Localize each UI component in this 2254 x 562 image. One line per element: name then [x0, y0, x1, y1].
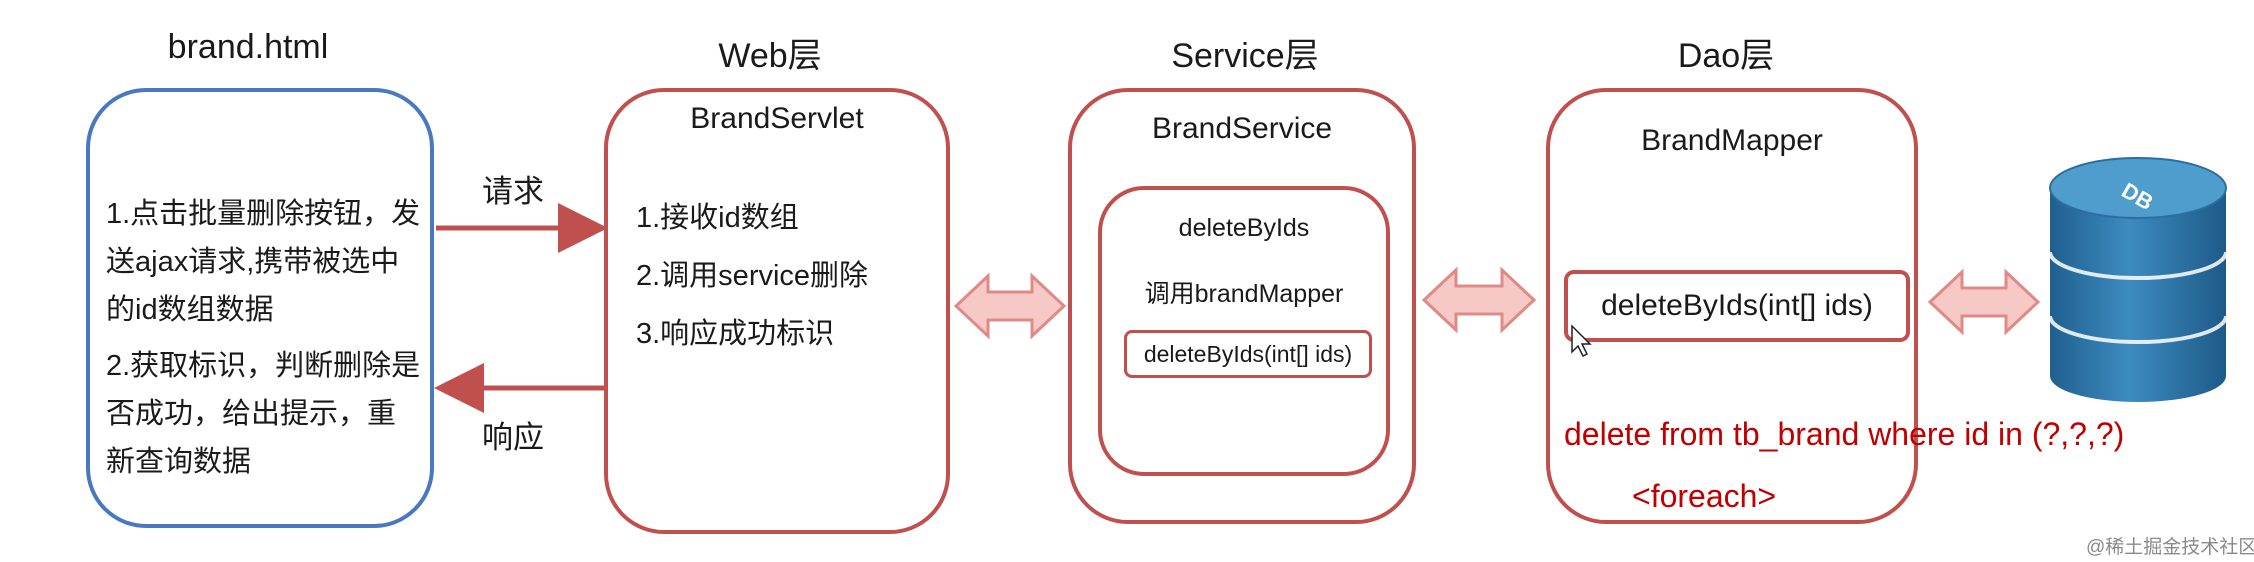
column-title-service: Service层 [1171, 37, 1319, 75]
dao-signature-box: deleteByIds(int[] ids) [1564, 270, 1910, 342]
dao-box: BrandMapper deleteByIds(int[] ids) [1546, 88, 1918, 524]
service-method-name: deleteByIds [1178, 214, 1310, 242]
service-box: BrandService deleteByIds 调用brandMapper d… [1068, 88, 1416, 524]
response-label: 响应 [482, 420, 544, 455]
service-signature-box: deleteByIds(int[] ids) [1124, 330, 1372, 378]
dao-db-double-arrow [1927, 268, 2041, 336]
service-method-box: deleteByIds 调用brandMapper deleteByIds(in… [1098, 186, 1390, 476]
service-call-text: 调用brandMapper [1144, 280, 1344, 308]
column-title-dao: Dao层 [1677, 37, 1775, 75]
column-title-client: brand.html [167, 28, 329, 66]
client-step-1: 1.点击批量删除按钮，发送ajax请求,携带被选中的id数组数据 [106, 198, 421, 326]
web-service-double-arrow [953, 272, 1067, 340]
web-box-title: BrandServlet [690, 102, 864, 135]
client-step-2: 2.获取标识，判断删除是否成功，给出提示，重新查询数据 [106, 350, 421, 478]
web-box: BrandServlet 1.接收id数组 2.调用service删除 3.响应… [604, 88, 950, 534]
client-box: 1.点击批量删除按钮，发送ajax请求,携带被选中的id数组数据 2.获取标识，… [86, 88, 434, 528]
dao-box-title: BrandMapper [1641, 124, 1823, 157]
cursor-icon [1571, 324, 1592, 358]
service-box-title: BrandService [1151, 112, 1333, 145]
web-step-3: 3.响应成功标识 [636, 318, 835, 350]
column-title-web: Web层 [718, 37, 822, 75]
watermark: @稀土掘金技术社区 [2086, 537, 2254, 558]
service-dao-double-arrow [1421, 266, 1537, 334]
sql-statement: delete from tb_brand where id in (?,?,?) [1564, 416, 2125, 452]
sql-foreach-tag: <foreach> [1632, 478, 1777, 514]
request-label: 请求 [482, 174, 544, 209]
web-step-1: 1.接收id数组 [636, 202, 799, 234]
database-icon [2048, 157, 2228, 402]
web-step-2: 2.调用service删除 [636, 260, 869, 292]
